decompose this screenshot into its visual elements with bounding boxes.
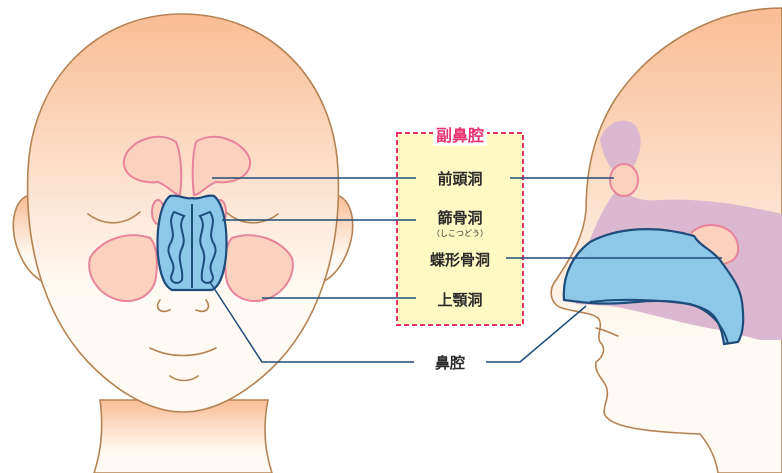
sinus-group-title: 副鼻腔 <box>433 122 487 146</box>
label-nasal-cavity: 鼻腔 <box>435 352 465 373</box>
label-ethmoid-reading: （しこつどう） <box>432 228 488 239</box>
side-face <box>551 8 782 473</box>
label-ethmoid-sinus: 篩骨洞 <box>437 207 482 228</box>
label-maxillary-sinus: 上顎洞 <box>437 289 482 310</box>
side-frontal-sinus <box>610 164 638 196</box>
label-frontal-sinus: 前頭洞 <box>437 168 482 189</box>
front-face <box>13 14 352 473</box>
label-sphenoid-sinus: 蝶形骨洞 <box>430 249 490 270</box>
